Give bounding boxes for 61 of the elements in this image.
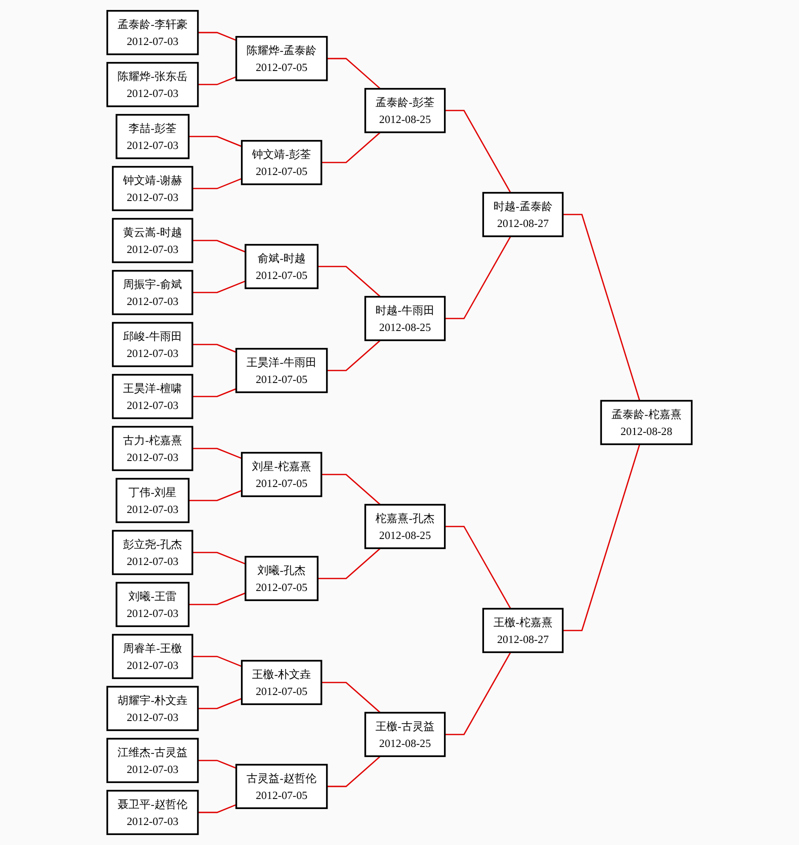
connector [188, 136, 242, 148]
connector [326, 756, 381, 788]
connector [326, 340, 381, 372]
node-box: 周睿羊-王檄 2012-07-03 [112, 634, 194, 680]
connector [562, 214, 640, 401]
node-box: 钟文靖-彭荃 2012-07-05 [240, 140, 322, 186]
node-box: 彭立尧-孔杰 2012-07-03 [112, 530, 194, 576]
node-box: 黄云嵩-时越 2012-07-03 [112, 218, 194, 264]
connector [188, 490, 242, 502]
node-box: 王昊洋-牛雨田 2012-07-05 [235, 348, 328, 394]
node-box: 胡耀宇-朴文垚 2012-07-03 [106, 686, 199, 732]
node-box: 刘曦-孔杰 2012-07-05 [244, 556, 319, 602]
connector [188, 592, 246, 606]
node-box: 时越-牛雨田 2012-08-25 [364, 296, 446, 342]
node-box: 孟泰龄-李轩豪 2012-07-03 [106, 10, 199, 56]
node-box: 柁嘉熹-孔杰 2012-08-25 [364, 504, 446, 550]
connector [321, 132, 381, 164]
connector [192, 178, 242, 190]
node-box: 李喆-彭荃 2012-07-03 [116, 114, 190, 160]
connector [192, 552, 246, 565]
connector [192, 388, 236, 398]
node-box: 陈耀烨-孟泰龄 2012-07-05 [235, 36, 328, 82]
connector [318, 266, 381, 298]
node-box: 古力-柁嘉熹 2012-07-03 [112, 426, 194, 472]
node-box: 古灵益-赵哲伦 2012-07-05 [235, 764, 328, 810]
node-box: 孟泰龄-柁嘉熹 2012-08-28 [600, 400, 693, 446]
node-box: 聂卫平-赵哲伦 2012-07-03 [106, 790, 199, 836]
connector [444, 236, 512, 320]
connector [326, 58, 381, 90]
node-box: 王昊洋-檀啸 2012-07-03 [112, 374, 194, 420]
connector [198, 804, 236, 814]
connector [444, 110, 512, 194]
node-box: 王檄-古灵益 2012-08-25 [364, 712, 446, 758]
node-box: 周振宇-俞斌 2012-07-03 [112, 270, 194, 316]
node-box: 时越-孟泰龄 2012-08-27 [482, 192, 564, 238]
node-box: 钟文靖-谢赫 2012-07-03 [112, 166, 194, 212]
connector [192, 344, 236, 353]
connector [198, 76, 236, 86]
connector [444, 652, 512, 736]
connector [192, 240, 246, 253]
connector [192, 656, 242, 668]
connector [192, 280, 246, 294]
connector [562, 444, 640, 632]
connector [198, 760, 236, 769]
connector [192, 448, 242, 460]
node-box: 王檄-柁嘉熹 2012-08-27 [482, 608, 564, 654]
connector [321, 474, 381, 506]
connector [318, 548, 381, 580]
connector [198, 698, 242, 710]
node-box: 陈耀烨-张东岳 2012-07-03 [106, 62, 199, 108]
connector [444, 526, 512, 610]
node-box: 邱峻-牛雨田 2012-07-03 [112, 322, 194, 368]
node-box: 俞斌-时越 2012-07-05 [244, 244, 319, 290]
node-box: 刘曦-王雷 2012-07-03 [116, 582, 190, 628]
node-box: 刘星-柁嘉熹 2012-07-05 [240, 452, 322, 498]
node-box: 江维杰-古灵益 2012-07-03 [106, 738, 199, 784]
node-box: 丁伟-刘星 2012-07-03 [116, 478, 190, 524]
connector [198, 32, 236, 41]
connector [321, 682, 381, 714]
node-box: 王檄-朴文垚 2012-07-05 [240, 660, 322, 706]
node-box: 孟泰龄-彭荃 2012-08-25 [364, 88, 446, 134]
